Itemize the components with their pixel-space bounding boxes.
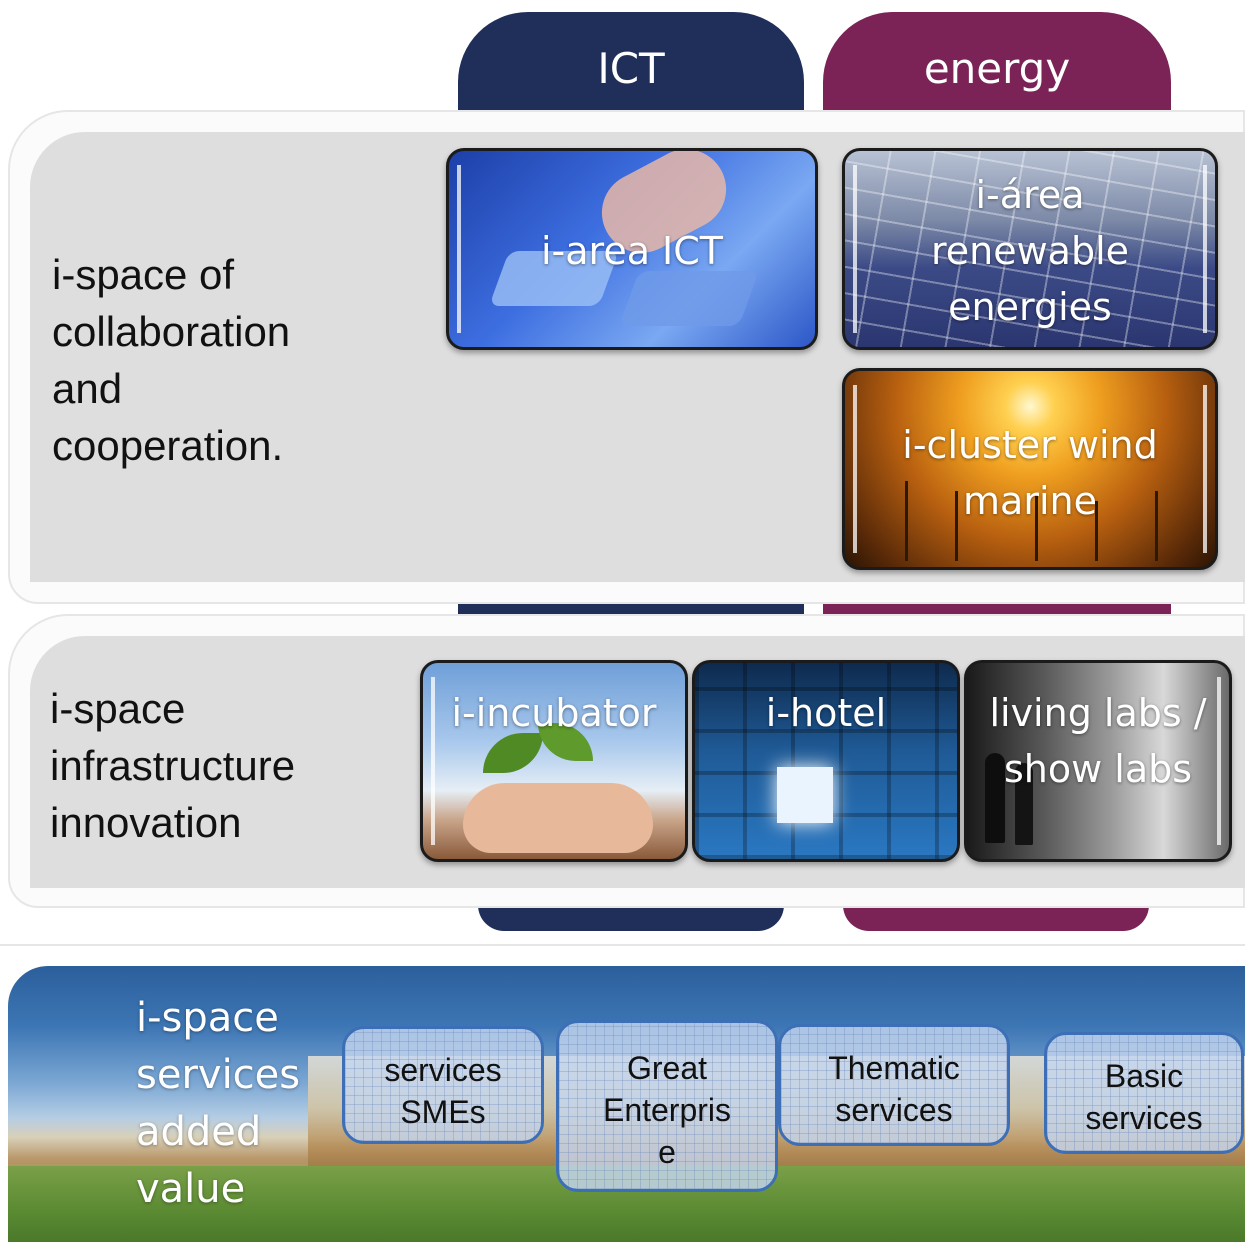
tile-text-line: i-área [975,173,1085,217]
services-label-line: value [136,1166,246,1212]
tile-edge [853,165,857,333]
tile-text-line: renewable [930,229,1130,273]
tile-text-line: show labs [1003,747,1193,791]
services-band-frame [0,944,1245,1244]
svc-text-line: services [384,1052,502,1088]
great-enterprise-box[interactable]: Great Enterpris e [556,1020,778,1192]
tile-text-line: living labs / [989,691,1207,735]
collaboration-label-line: and [52,365,123,412]
svc-text-line: services [835,1092,953,1128]
infrastructure-label-line: innovation [50,799,242,846]
column-ict-bottom [478,905,784,931]
infrastructure-label-line: infrastructure [50,742,296,789]
tile-i-area-ict[interactable]: i-area ICT [446,148,818,350]
tile-incubator-text: i-incubator [423,685,685,741]
tile-renewable-energies[interactable]: i-área renewable energies [842,148,1218,350]
svc-text-line: e [658,1134,676,1170]
services-label-line: added [136,1109,262,1155]
tile-living-labs-text: living labs / show labs [967,685,1229,797]
tile-wind-marine-text: i-cluster wind marine [845,417,1215,529]
turbine-shape [1155,491,1158,561]
tile-hotel[interactable]: i-hotel [692,660,960,862]
tile-edge [1203,165,1207,333]
basic-services-box[interactable]: Basic services [1044,1032,1244,1154]
hands-shape [463,783,653,853]
svc-text-line: services [1085,1100,1203,1136]
tile-text-line: i-hotel [765,691,887,735]
turbine-shape [1035,496,1038,561]
tile-i-area-ict-text: i-area ICT [449,223,815,279]
tile-text-line: marine [963,479,1097,523]
tile-edge [457,165,461,333]
svc-text-line: Thematic [828,1050,960,1086]
services-label: i-space services added value [136,990,356,1218]
column-energy-label: energy [923,44,1071,93]
keyboard-key-shape [618,271,760,326]
services-smes-box[interactable]: services SMEs [342,1026,544,1144]
turbine-shape [905,481,908,561]
tile-text-line: i-incubator [451,691,657,735]
tile-edge [853,385,857,553]
person-silhouette-shape [985,753,1005,843]
tile-hotel-text: i-hotel [695,685,957,741]
turbine-shape [955,491,958,561]
collaboration-label-line: collaboration [52,308,291,355]
svc-text-line: Basic [1104,1058,1184,1094]
thematic-services-box[interactable]: Thematic services [778,1024,1010,1146]
infrastructure-label: i-space infrastructure innovation [50,680,410,851]
tile-living-labs[interactable]: living labs / show labs [964,660,1232,862]
tile-edge [1217,677,1221,845]
services-label-line: i-space [136,995,279,1041]
tile-edge [1203,385,1207,553]
tile-text-line: i-area ICT [540,229,724,273]
collaboration-label-line: i-space of [52,251,235,298]
turbine-shape [1095,501,1098,561]
svc-text-line: Great [626,1050,708,1086]
tile-edge [431,677,435,845]
tile-wind-marine[interactable]: i-cluster wind marine [842,368,1218,570]
tile-text-line: energies [948,285,1112,329]
tile-text-line: i-cluster wind [902,423,1158,467]
white-cube-shape [777,767,833,823]
svc-text-line: SMEs [400,1094,486,1130]
tile-incubator[interactable]: i-incubator [420,660,688,862]
tile-renewable-energies-text: i-área renewable energies [845,167,1215,335]
collaboration-label: i-space of collaboration and cooperation… [52,246,412,474]
infrastructure-label-line: i-space [50,685,186,732]
column-energy-bottom [843,905,1149,931]
person-silhouette-shape [1015,763,1033,845]
collaboration-label-line: cooperation. [52,422,284,469]
column-ict-label: ICT [597,44,665,93]
svc-text-line: Enterpris [602,1092,732,1128]
services-label-line: services [136,1052,301,1098]
